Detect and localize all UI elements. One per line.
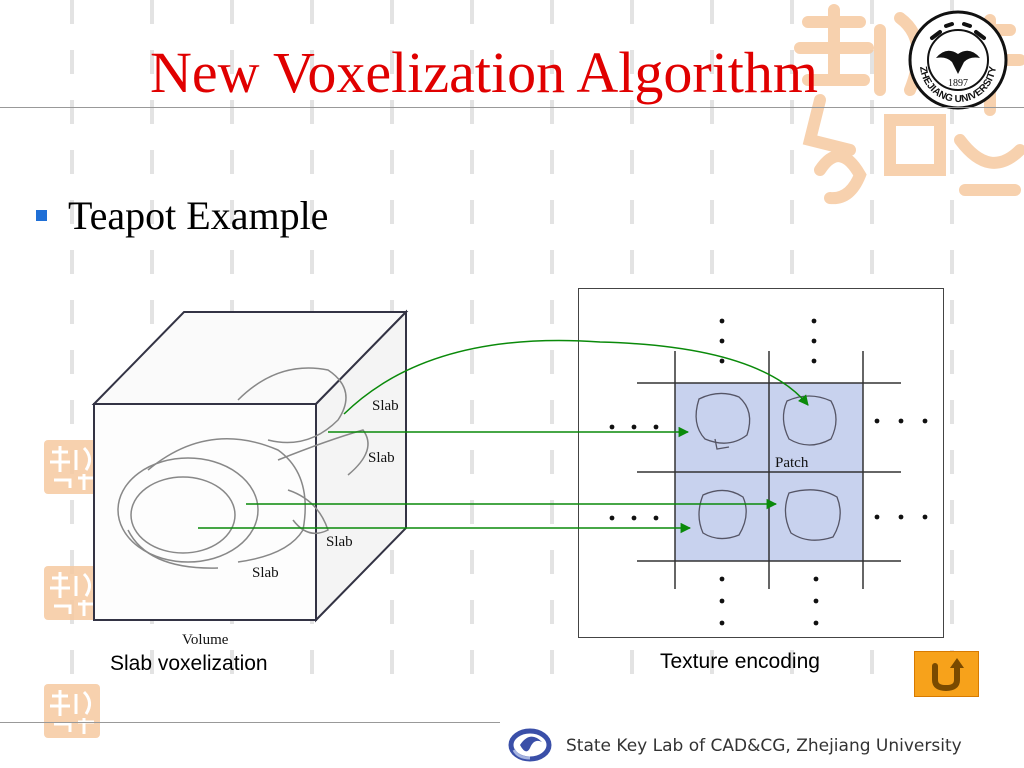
texture-grid: Patch [609, 318, 928, 626]
slab-label: Slab [252, 565, 279, 581]
eagle-icon [936, 50, 980, 74]
header-divider [0, 107, 1024, 108]
caption-slab-voxelization: Slab voxelization [110, 652, 268, 675]
slab-label: Slab [326, 534, 353, 550]
decorative-seal-small [44, 566, 100, 620]
bg-dash-column [950, 0, 954, 700]
bg-dash-column [70, 0, 74, 700]
slab-voxelization-figure: Slab Slab Slab Slab Volume [91, 309, 409, 648]
caption-texture-encoding: Texture encoding [660, 650, 820, 673]
footer-lab-name: State Key Lab of CAD&CG, Zhejiang Univer… [566, 736, 962, 756]
square-bullet-icon [36, 210, 47, 221]
decorative-seal-small [44, 684, 100, 738]
decorative-seal-small [44, 440, 100, 494]
logo-year: 1897 [948, 78, 968, 89]
slab-label: Slab [368, 450, 395, 466]
texture-encoding-figure: Patch [578, 288, 944, 638]
cube-front-face [93, 403, 317, 621]
slide-title: New Voxelization Algorithm [150, 40, 819, 105]
bullet-text: Teapot Example [68, 193, 329, 238]
return-button[interactable] [914, 651, 979, 697]
ellipsis-dots [609, 318, 928, 626]
zhejiang-university-logo: 1897 ZHEJIANG UNIVERSITY [908, 10, 1008, 110]
patch-label: Patch [775, 455, 809, 471]
volume-label: Volume [182, 632, 229, 648]
slab-label: Slab [372, 398, 399, 414]
cadcg-swirl-icon [508, 728, 552, 762]
return-arrow-icon [932, 658, 964, 692]
footer-divider [0, 722, 500, 723]
